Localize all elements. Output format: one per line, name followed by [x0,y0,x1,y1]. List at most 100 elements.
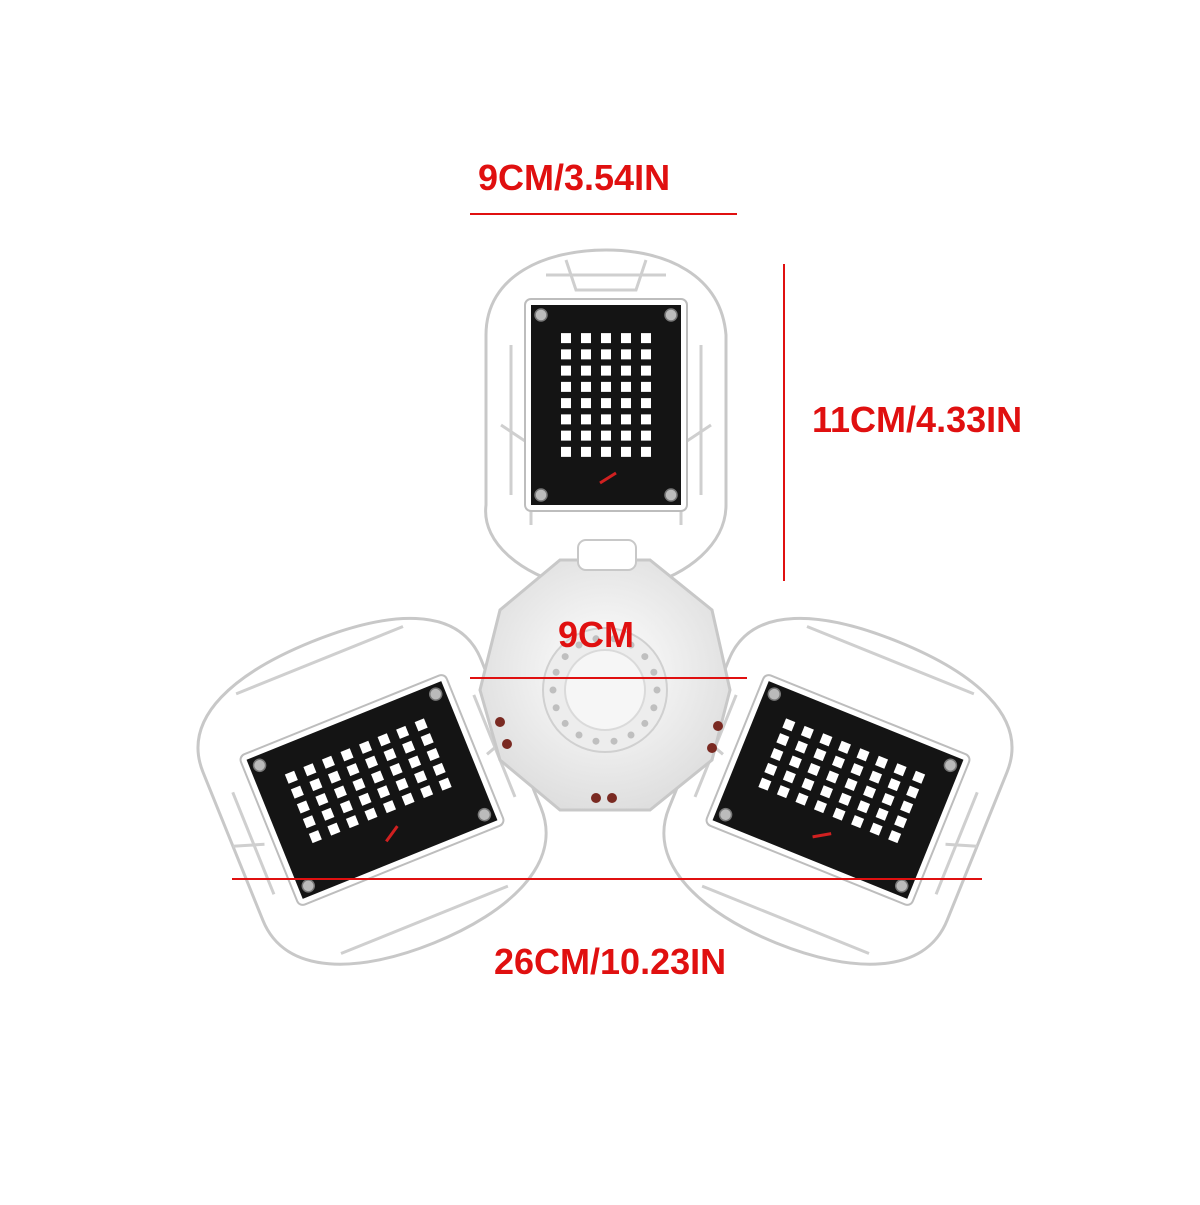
dimension-lines [232,213,982,880]
led-chip [881,792,895,806]
vent-hole [627,731,635,739]
led-chip [788,755,802,769]
led-chip [408,755,422,769]
vent-hole [575,641,583,649]
led-chip [621,365,631,376]
led-chip [875,755,889,769]
panel-height-label: 11CM/4.33IN [812,399,1023,440]
vent-hole [610,737,618,745]
led-chip [887,778,901,792]
led-chip [621,333,631,344]
terminal-icon [707,743,717,753]
led-chip [621,381,631,392]
led-chip [438,777,452,791]
led-chip [383,800,397,814]
led-chip [800,725,814,739]
led-chip [601,365,611,376]
led-chip [832,807,846,821]
led-chip [561,381,571,392]
led-chip [561,398,571,409]
led-chip [782,718,796,732]
led-chip [303,763,317,777]
led-chip [850,763,864,777]
wire-detail [599,471,617,485]
vent-hole [650,704,658,712]
left-wing [196,616,548,966]
led-chip [420,733,434,747]
led-chip [794,740,808,754]
led-chip [290,785,304,799]
led-chip [782,770,796,784]
left-led-panel [239,674,505,906]
led-chip [321,807,335,821]
led-chip [807,762,821,776]
left-wing-ribs [231,625,517,955]
terminal-icon [591,793,601,803]
top-hinge [577,539,637,571]
led-chip [641,365,651,376]
screw-icon [534,308,548,322]
screw-icon [534,488,548,502]
led-chip [770,747,784,762]
led-chip [327,822,341,836]
top-led-panel [524,298,688,512]
led-chip [420,785,434,799]
screw-icon [894,879,909,893]
led-chip [327,770,341,784]
led-board [712,681,964,899]
vent-hole [592,635,600,643]
vent-hole [610,635,618,643]
led-chip [581,446,591,457]
vent-hole [575,731,583,739]
led-chip [621,349,631,360]
led-chip [302,815,316,829]
led-chip [561,333,571,344]
led-chip [359,740,373,754]
led-chip [621,398,631,409]
led-chip [641,333,651,344]
terminal-icon [607,793,617,803]
led-chip [581,430,591,441]
vent-hole [641,653,649,661]
led-chip [601,430,611,441]
led-chip [641,446,651,457]
vent-hole [549,686,557,694]
led-chip [857,800,871,814]
led-chip [894,815,908,829]
screw-icon [252,758,267,773]
led-chip [346,763,360,777]
led-chip [345,815,359,829]
led-chip [581,414,591,425]
led-chip [856,748,870,762]
led-chip [581,333,591,344]
led-chip [863,785,877,799]
led-board [246,681,498,899]
led-chip [838,792,852,806]
vent-hole [592,737,600,745]
led-chip [601,414,611,425]
top-wing [484,248,728,587]
vent-hole [552,668,560,676]
led-chip [581,398,591,409]
led-chip [358,792,372,806]
vent-hole [627,641,635,649]
led-chip [912,770,926,784]
led-chip [364,807,378,821]
led-chip [764,762,778,776]
led-chip [561,414,571,425]
led-chip [321,755,335,769]
led-chip [561,446,571,457]
led-chip [308,830,322,844]
led-chip [641,381,651,392]
wire-detail [385,825,399,843]
panel-width-label: 9CM/3.54IN [478,157,671,198]
led-chip [315,792,329,806]
led-chip [831,755,845,769]
led-chip [758,777,772,791]
led-chip [377,785,391,799]
led-chip [621,446,631,457]
terminal-icon [495,717,505,727]
led-chip [813,800,827,814]
led-chip [432,762,446,776]
screw-icon [718,807,733,822]
